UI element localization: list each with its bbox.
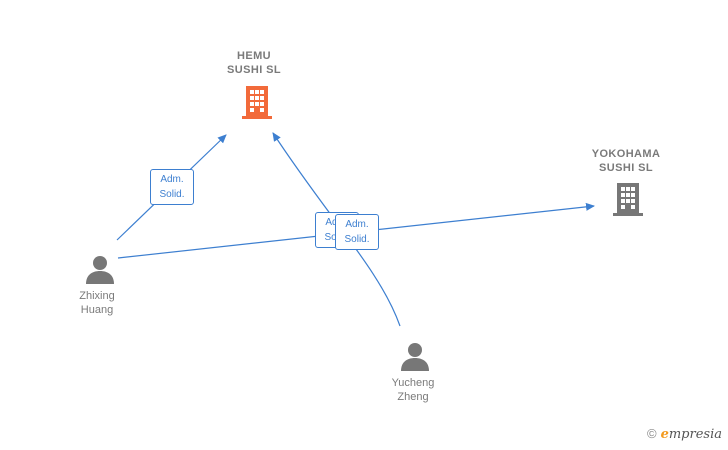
company-hemu-name-line1: HEMU [237,50,271,62]
empresia-logo: ©empresia [647,426,722,442]
company-yokohama-name-line2: SUSHI SL [599,162,653,174]
company-hemu-label[interactable]: HEMU SUSHI SL [194,49,314,77]
person-icon[interactable] [84,253,116,285]
person-zhixing-label[interactable]: Zhixing Huang [37,289,157,317]
edge-label-zhixing-yokohama[interactable]: Adm. Solid. [335,214,379,250]
edge-role-line2: Solid. [344,234,370,245]
company-yokohama-name-line1: YOKOHAMA [591,148,661,160]
person-yucheng-name-line2: Zheng [397,391,429,403]
company-yokohama-label[interactable]: YOKOHAMA SUSHI SL [566,147,686,175]
company-hemu-name-line2: SUSHI SL [227,64,281,76]
building-icon[interactable] [612,181,644,217]
brand-initial: e [660,427,669,442]
person-icon[interactable] [399,340,431,372]
person-zhixing-name-line1: Zhixing [79,290,115,302]
person-yucheng-label[interactable]: Yucheng Zheng [353,376,473,404]
person-zhixing-name-line2: Huang [80,304,114,316]
brand-name: mpresia [668,427,722,442]
person-yucheng-name-line1: Yucheng [391,377,435,389]
edge-role-line1: Adm. [345,219,369,230]
building-icon[interactable] [241,84,273,120]
edge-role-line1: Adm. [160,174,184,185]
copyright-symbol: © [646,426,657,441]
edge-label-zhixing-hemu[interactable]: Adm. Solid. [150,169,194,205]
edge-role-line2: Solid. [159,189,185,200]
